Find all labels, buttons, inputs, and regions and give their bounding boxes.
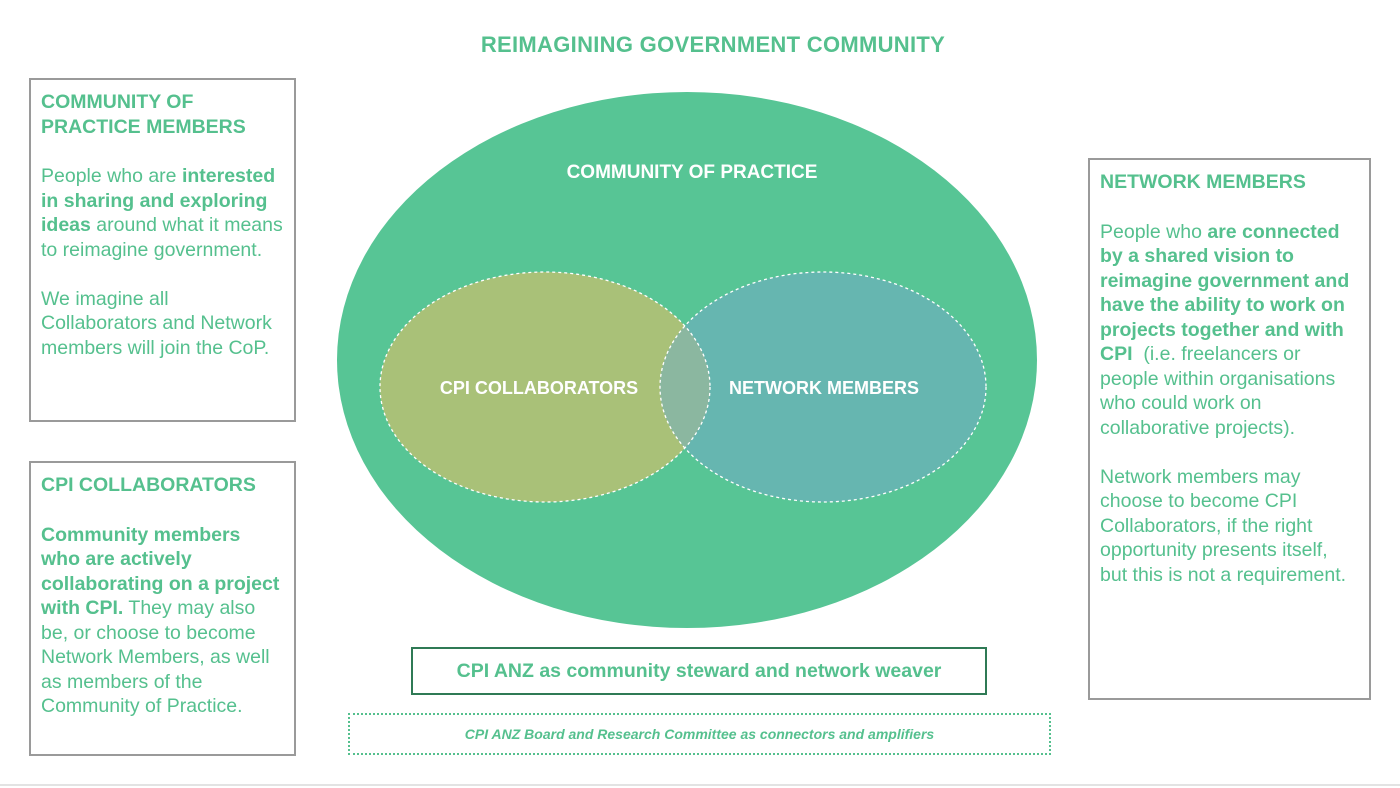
collab-desc-bold: Community members who are actively colla… <box>41 523 280 620</box>
network-desc-post: (i.e. freelancers or people within organ… <box>1100 343 1336 439</box>
network-members-note: Network members may choose to become CPI… <box>1100 465 1347 586</box>
cop-desc-bold: interested in sharing and exploring idea… <box>41 165 276 236</box>
network-members-label: NETWORK MEMBERS <box>729 378 919 398</box>
board-committee-box: CPI ANZ Board and Research Committee as … <box>348 713 1051 755</box>
network-members-heading: NETWORK MEMBERS <box>1100 171 1306 193</box>
cpi-collaborators-ellipse <box>380 272 710 502</box>
network-members-outline <box>659 271 987 503</box>
cpi-collaborators-description: Community members who are actively colla… <box>41 523 284 719</box>
community-of-practice-label: COMMUNITY OF PRACTICE <box>567 162 818 183</box>
page-title: REIMAGINING GOVERNMENT COMMUNITY <box>480 32 946 57</box>
cop-members-note: We imagine all Collaborators and Network… <box>41 287 272 359</box>
community-steward-label: CPI ANZ as community steward and network… <box>456 659 942 682</box>
network-members-description: People who are connected by a shared vis… <box>1100 220 1359 441</box>
cpi-collaborators-box: CPI COLLABORATORS Community members who … <box>29 461 296 756</box>
collab-desc-post: They may also be, or choose to become Ne… <box>41 597 270 717</box>
network-desc-bold: are connected by a shared vision to reim… <box>1100 220 1350 366</box>
cop-desc-post: around what it means to reimagine govern… <box>41 214 283 261</box>
cpi-collaborators-outline <box>379 271 711 503</box>
cop-desc-pre: People who are <box>41 165 177 187</box>
network-members-ellipse <box>660 272 986 502</box>
community-of-practice-members-box: COMMUNITY OF PRACTICE MEMBERS People who… <box>29 78 296 422</box>
network-desc-pre: People who <box>1100 220 1202 243</box>
cpi-collaborators-heading: CPI COLLABORATORS <box>41 474 256 496</box>
network-members-box: NETWORK MEMBERS People who are connected… <box>1088 158 1371 700</box>
cpi-collaborators-label: CPI COLLABORATORS <box>440 378 638 398</box>
board-committee-label: CPI ANZ Board and Research Committee as … <box>464 726 935 742</box>
community-steward-box: CPI ANZ as community steward and network… <box>411 647 987 695</box>
cop-members-description: People who are interested in sharing and… <box>41 164 284 262</box>
cop-members-heading: COMMUNITY OF PRACTICE MEMBERS <box>41 91 246 138</box>
